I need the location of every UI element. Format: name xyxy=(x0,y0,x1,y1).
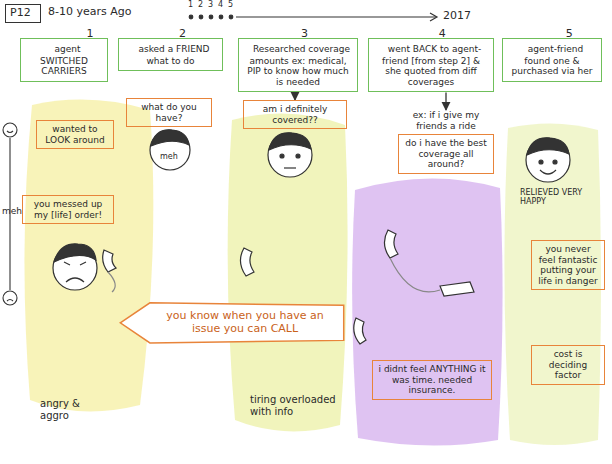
node-text: agent-friend found one & purchased via h… xyxy=(511,44,592,76)
step-box: 3Researched coverage amounts ex: medical… xyxy=(238,38,358,92)
timeline xyxy=(189,13,437,21)
arrow-connector xyxy=(294,92,295,100)
mood-blob xyxy=(228,114,348,432)
example-note: ex: if i give my friends a ride xyxy=(398,110,494,131)
note-label: 1 xyxy=(188,0,196,9)
step-box: 5agent-friend found one & purchased via … xyxy=(502,38,602,82)
quote-text: do i have the best coverage all around? xyxy=(398,134,494,174)
callout-shape: you know when you have an issue you can … xyxy=(118,302,346,344)
note-label: 4 xyxy=(218,0,226,9)
quote-box: you never feel fantastic putting your li… xyxy=(531,240,605,290)
mood-blob xyxy=(504,123,601,445)
node-text: i didnt feel ANYTHING it was time. neede… xyxy=(379,364,486,395)
step-number: 1 xyxy=(87,27,94,40)
node-text: you never feel fantastic putting your li… xyxy=(538,244,598,286)
node-text: went BACK to agent-friend [from step 2] … xyxy=(382,44,481,87)
note-label: tiring overloaded with info xyxy=(250,394,336,417)
step-number: 5 xyxy=(566,27,573,40)
node-text: you messed up my [life] order! xyxy=(34,199,103,220)
node-text: Researched coverage amounts ex: medical,… xyxy=(247,44,350,87)
step-number: 3 xyxy=(301,27,308,40)
quote-box: cost is deciding factor xyxy=(531,345,605,385)
note-label: 8-10 years Ago xyxy=(48,6,168,19)
quote-box: what do you have? xyxy=(126,98,212,127)
face xyxy=(53,244,97,290)
note-label: 5 xyxy=(228,0,236,9)
step-box: 1agent SWITCHED CARRIERS xyxy=(20,38,108,82)
face xyxy=(526,138,570,182)
step-number: 2 xyxy=(179,27,186,40)
page-tag: P12 xyxy=(5,4,41,23)
quote-box: i didnt feel ANYTHING it was time. neede… xyxy=(372,360,492,400)
node-text: am i definitely covered?? xyxy=(263,104,328,125)
note-label: 3 xyxy=(208,0,216,9)
node-text: P12 xyxy=(10,6,31,19)
face xyxy=(150,130,190,170)
note-label: RELIEVED VERY HAPPY xyxy=(520,188,596,206)
step-number: 4 xyxy=(439,27,446,40)
arrow-connector xyxy=(445,92,446,110)
quote-box: wanted to LOOK around xyxy=(36,120,114,149)
note-label: 2 xyxy=(198,0,206,9)
note-label: 2017 xyxy=(443,10,483,23)
node-text: what do you have? xyxy=(141,102,197,123)
step-box: 2asked a FRIEND what to do xyxy=(118,38,223,71)
note-label: meh xyxy=(160,152,184,161)
quote-box: am i definitely covered?? xyxy=(243,100,347,129)
phone xyxy=(103,230,474,344)
node-text: cost is deciding factor xyxy=(549,349,587,380)
step-box: 4went BACK to agent-friend [from step 2]… xyxy=(368,38,494,92)
node-text: wanted to LOOK around xyxy=(45,124,104,145)
node-text: agent SWITCHED CARRIERS xyxy=(40,44,88,76)
note-label: angry & aggro xyxy=(40,398,110,421)
quote-box: you messed up my [life] order! xyxy=(22,195,114,224)
face xyxy=(268,133,312,177)
note-label: meh xyxy=(2,206,32,216)
quote-box: ex: if i give my friends a ride do i have… xyxy=(398,110,494,174)
mood-blob xyxy=(24,100,153,412)
mood-blob xyxy=(352,178,502,445)
node-text: asked a FRIEND what to do xyxy=(138,44,209,66)
